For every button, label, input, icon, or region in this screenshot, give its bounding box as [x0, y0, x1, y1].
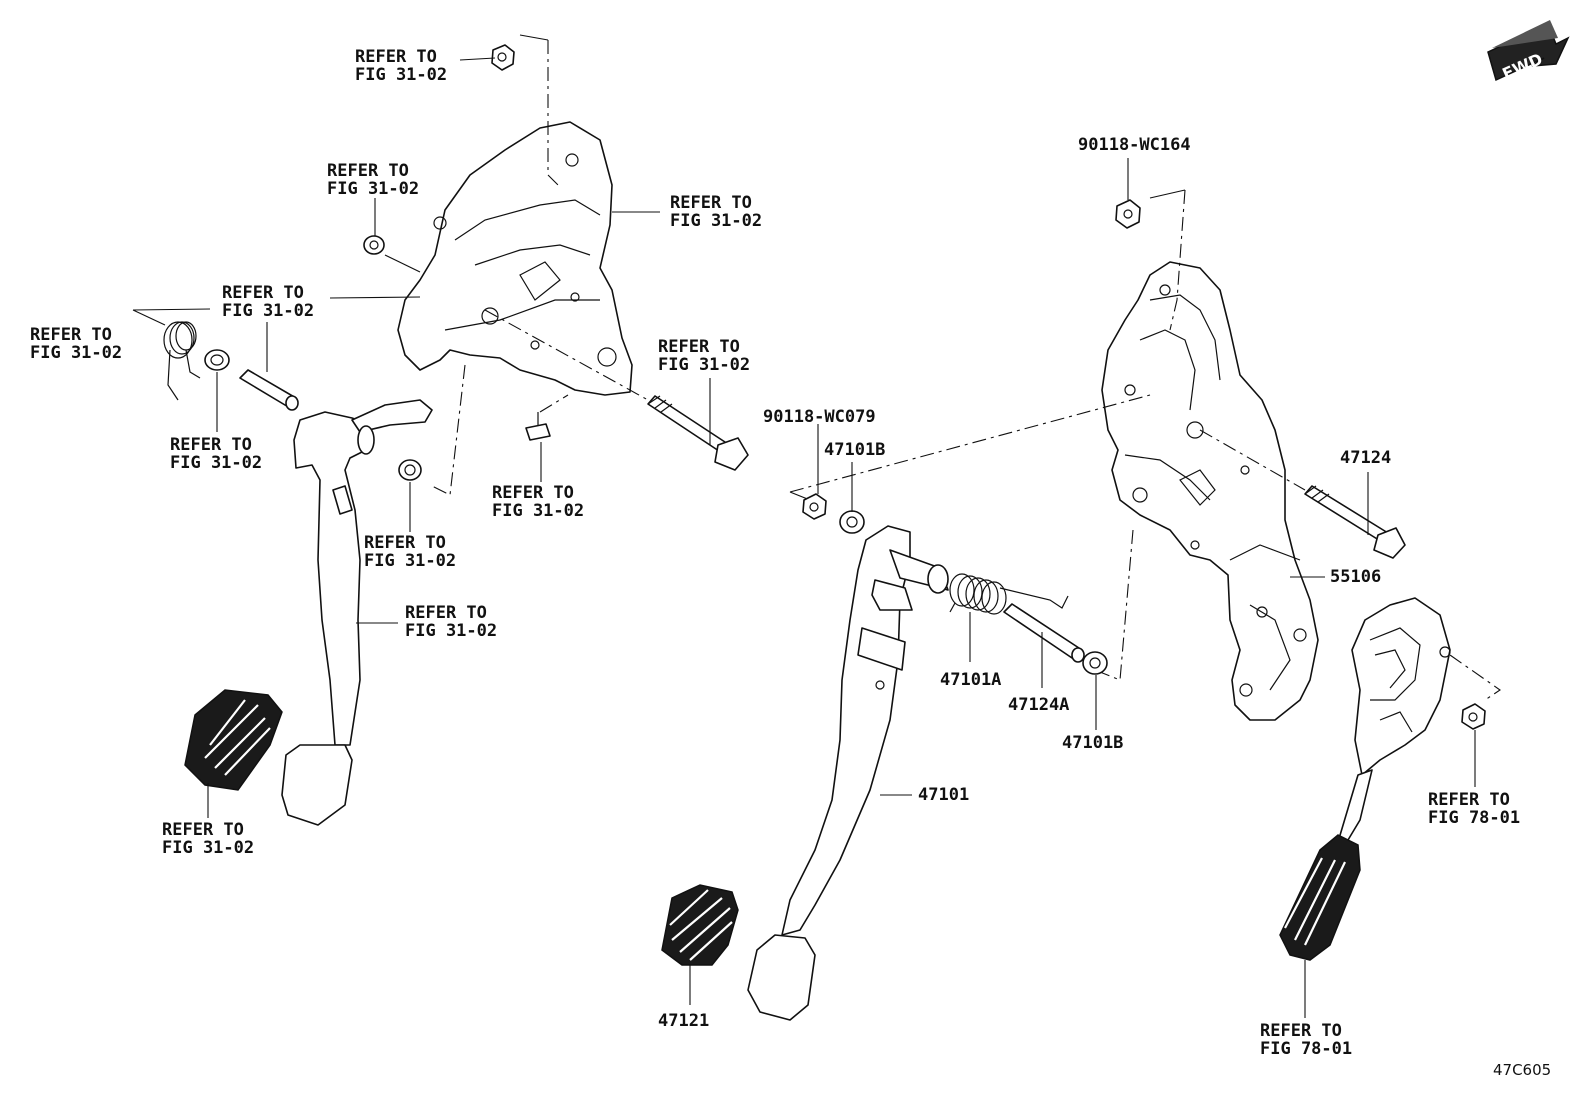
- brake-pedal-pad-47121: [661, 884, 739, 966]
- clutch-pedal-arm: [281, 399, 433, 826]
- return-spring-left: [163, 321, 201, 401]
- bushing-47101b-top: [839, 510, 865, 534]
- pin-left: [239, 369, 299, 411]
- part-47121: 47121: [658, 1011, 709, 1031]
- clutch-pedal-pad: [184, 689, 283, 791]
- pin-47124a: [1003, 603, 1085, 663]
- screw-left: [525, 394, 569, 441]
- pivot-bolt-left: [484, 309, 749, 471]
- part-47124: 47124: [1340, 448, 1391, 468]
- nut-top-left: [491, 44, 515, 71]
- figure-code: 47C605: [1493, 1061, 1551, 1079]
- brake-pedal-assembly: [661, 189, 1406, 1021]
- bushing-left: [204, 349, 230, 371]
- bushing-arm-left: [398, 459, 422, 481]
- part-90118-wc164: 90118-WC164: [1078, 135, 1191, 155]
- part-47101b-top: 47101B: [824, 440, 885, 460]
- bolt-47124: [1199, 429, 1406, 559]
- part-47101: 47101: [918, 785, 969, 805]
- bushing-47101b-bottom: [1082, 651, 1108, 675]
- fwd-arrow-icon: FWD: [1487, 20, 1570, 84]
- leader-lines: [132, 57, 1476, 1018]
- part-47101a: 47101A: [940, 670, 1001, 690]
- nut-90118-wc164: [1115, 199, 1141, 229]
- part-47101b-bottom: 47101B: [1062, 733, 1123, 753]
- brake-pedal-arm: [747, 525, 949, 1021]
- part-47124a: 47124A: [1008, 695, 1069, 715]
- clutch-pedal-assembly: [163, 34, 749, 826]
- part-55106: 55106: [1330, 567, 1381, 587]
- part-90118-wc079: 90118-WC079: [763, 407, 876, 427]
- brake-bracket: [1101, 261, 1319, 721]
- nut-accelerator: [1461, 703, 1486, 730]
- washer-left: [363, 235, 421, 273]
- clutch-bracket: [397, 121, 633, 396]
- accelerator-pedal-assembly: [1279, 597, 1501, 961]
- nut-90118-wc079: [802, 493, 827, 520]
- spring-47101a: [949, 573, 1069, 615]
